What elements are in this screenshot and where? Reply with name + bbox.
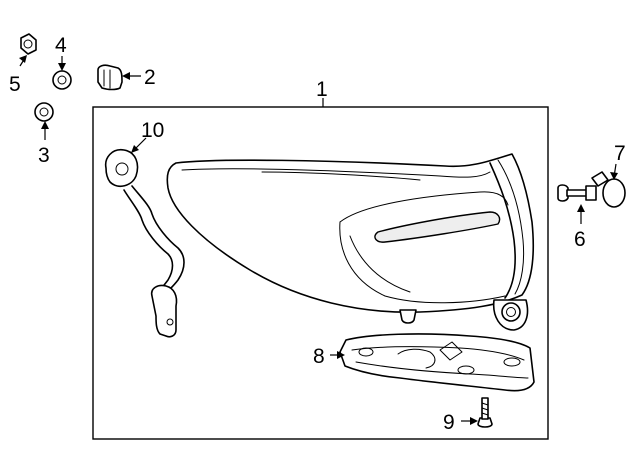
callout-1: 1 (316, 78, 328, 101)
push-pin-part-6 (557, 184, 597, 202)
callout-7: 7 (614, 142, 626, 165)
nut-part-3 (34, 102, 54, 122)
nut-part-5 (20, 33, 37, 55)
lamp-bracket (339, 333, 535, 392)
bolt-part-9 (477, 397, 493, 428)
callout-2: 2 (144, 66, 156, 89)
callout-4: 4 (55, 34, 67, 57)
leader-lines (19, 55, 618, 425)
wiring-harness (104, 148, 185, 338)
cap-part-7 (591, 171, 626, 208)
tail-lamp-assembly (166, 153, 535, 331)
callout-10: 10 (141, 119, 164, 142)
clip-part-2 (97, 64, 123, 91)
assembly-frame (92, 106, 549, 440)
callout-3: 3 (38, 144, 50, 167)
callout-5: 5 (9, 73, 21, 96)
callout-9: 9 (443, 411, 455, 434)
callout-8: 8 (313, 345, 325, 368)
nut-part-4 (52, 70, 72, 90)
callout-6: 6 (574, 228, 586, 251)
